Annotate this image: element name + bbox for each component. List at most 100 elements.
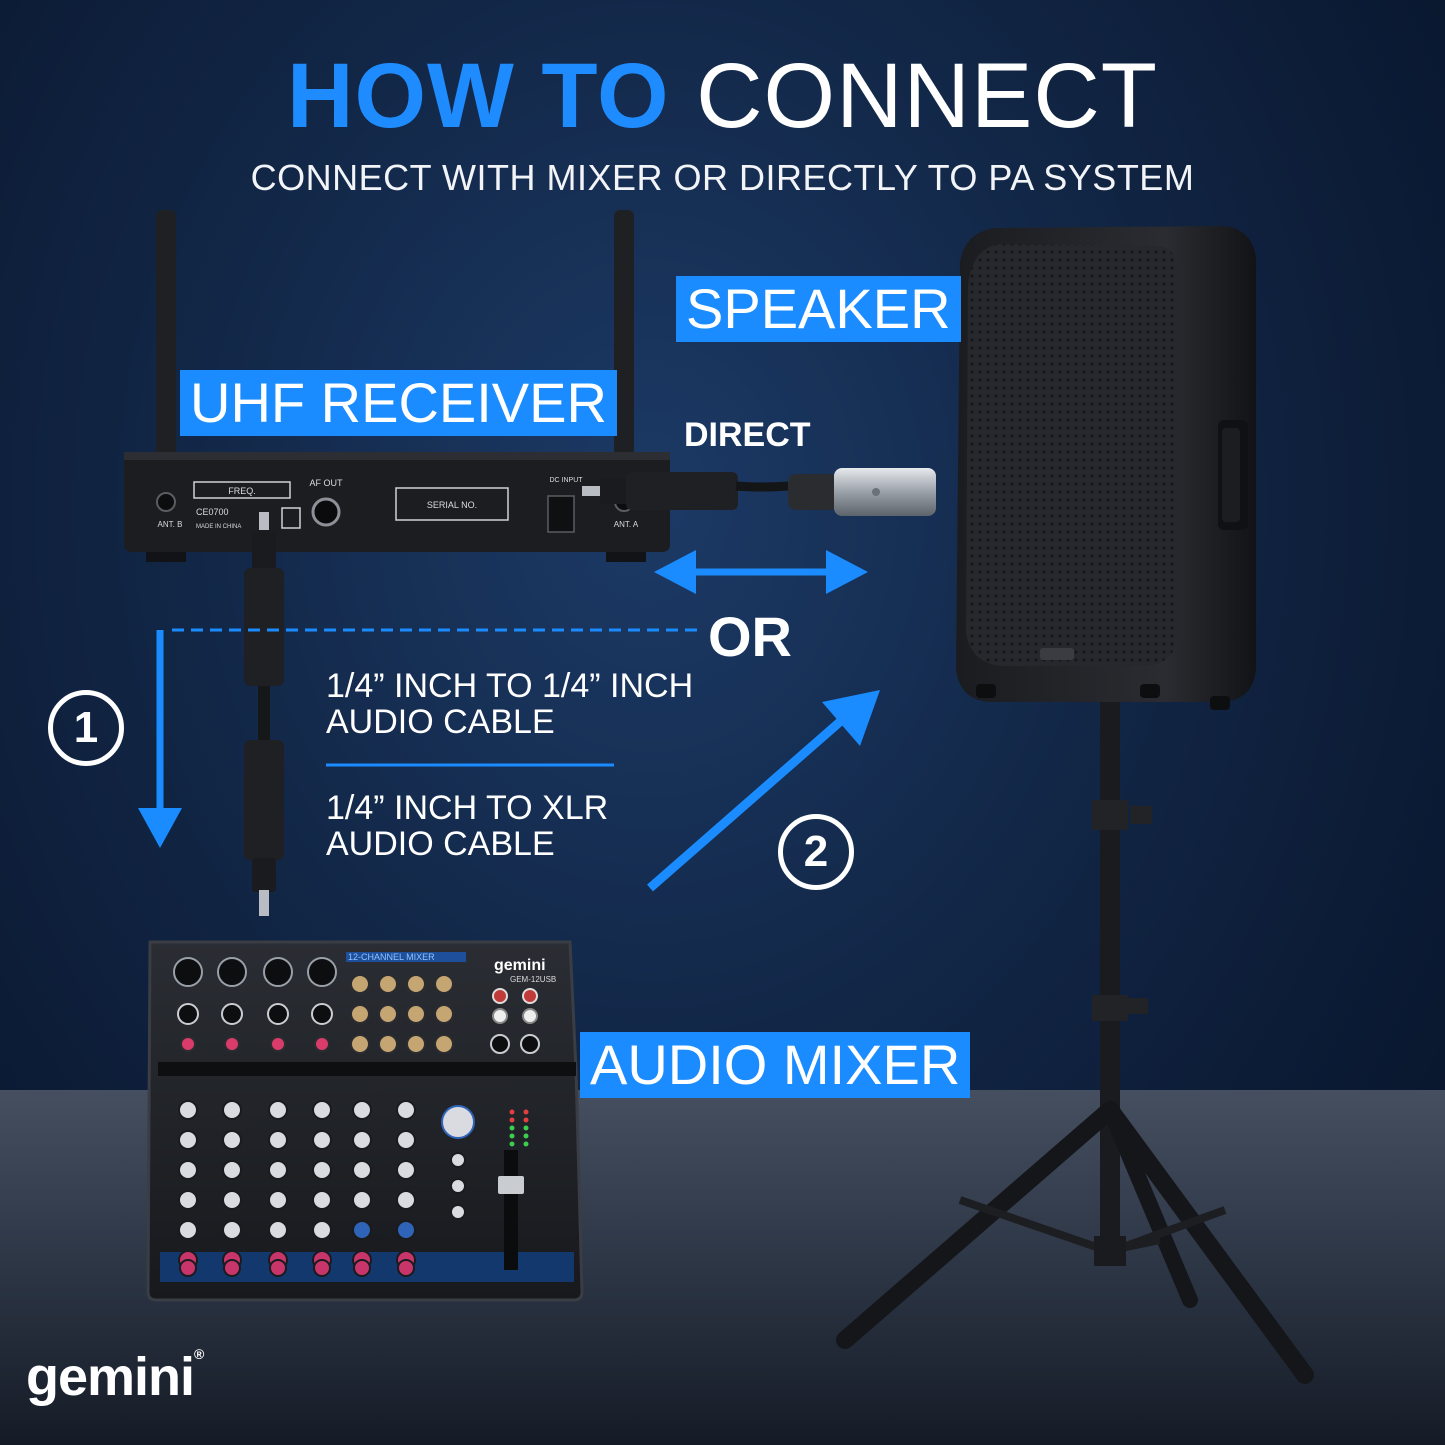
page-title: HOW TO CONNECT [0,46,1445,146]
channel-knob [352,1130,372,1150]
channel-knob [312,1220,332,1240]
made-in-label: MADE IN CHINA [196,524,241,530]
channel-knob [352,1220,372,1240]
gain-knob [314,1036,330,1052]
cable-option-2-line2: AUDIO CABLE [326,825,555,863]
stereo-input-jack [406,1004,426,1024]
brand-logo-text: gemini [26,1347,195,1407]
rca-jack [492,988,508,1004]
channel-knob [178,1160,198,1180]
serial-label: SERIAL NO. [427,500,477,510]
step-two-badge: 2 [778,814,854,890]
ce-mark-label: CE0700 [196,507,229,517]
xlr-input-jack [173,957,203,987]
cable-option-1: 1/4” INCH TO 1/4” INCH AUDIO CABLE [326,668,693,740]
gain-knob [224,1036,240,1052]
page-subtitle: CONNECT WITH MIXER OR DIRECTLY TO PA SYS… [250,157,1195,198]
level-knob [353,1259,371,1277]
output-jack [520,1034,540,1054]
cable-option-1-line1: 1/4” INCH TO 1/4” INCH [326,667,694,705]
step-one-badge: 1 [48,690,124,766]
down-arrow [138,630,182,848]
ant-a-label: ANT. A [614,520,639,529]
vu-led [523,1141,529,1147]
speaker-tag: SPEAKER [676,276,961,342]
stereo-input-jack [434,1034,454,1054]
mixer-knobs [173,957,540,1277]
vu-led [509,1109,515,1115]
channel-knob [312,1190,332,1210]
channel-knob [396,1100,416,1120]
channel-knob [222,1130,242,1150]
master-knob [450,1152,466,1168]
stereo-input-jack [350,1004,370,1024]
stereo-input-jack [350,974,370,994]
mixer-tag: AUDIO MIXER [580,1032,971,1098]
channel-knob [222,1160,242,1180]
title-highlight: HOW TO [287,45,670,147]
xlr-input-jack [263,957,293,987]
cable-option-2-line1: 1/4” INCH TO XLR [326,789,609,827]
or-label: OR [708,605,792,668]
vu-led [509,1133,515,1139]
rca-jack [492,1008,508,1024]
vu-led [523,1109,529,1115]
mixer-name-label: 12-CHANNEL MIXER [348,952,435,962]
stereo-input-jack [378,1004,398,1024]
channel-knob [222,1100,242,1120]
master-knob [450,1204,466,1220]
af-out-label: AF OUT [310,478,344,488]
channel-knob [396,1220,416,1240]
line-input-jack [311,1003,333,1025]
stereo-input-jack [406,1034,426,1054]
line-input-jack [177,1003,199,1025]
rca-jack [522,1008,538,1024]
vu-led [523,1117,529,1123]
channel-knob [352,1160,372,1180]
diagonal-arrow [647,690,880,892]
brand-logo: gemini® [26,1346,204,1407]
ant-b-label: ANT. B [158,520,183,529]
stereo-input-jack [434,974,454,994]
mixer-model-label: GEM-12USB [510,975,556,984]
effects-knob [441,1105,475,1139]
direct-label: DIRECT [684,416,811,454]
master-knob [450,1178,466,1194]
cable-option-1-line2: AUDIO CABLE [326,703,555,741]
vu-led [509,1125,515,1131]
vu-led [509,1141,515,1147]
level-knob [179,1259,197,1277]
dc-input-label: DC INPUT [549,477,583,484]
vu-led [523,1133,529,1139]
gain-knob [180,1036,196,1052]
channel-knob [312,1130,332,1150]
channel-knob [222,1220,242,1240]
receiver-tag: UHF RECEIVER [180,370,617,436]
freq-label: FREQ. [228,486,256,496]
channel-knob [312,1100,332,1120]
stereo-input-jack [406,974,426,994]
level-knob [223,1259,241,1277]
channel-knob [352,1100,372,1120]
stereo-input-jack [378,974,398,994]
channel-knob [178,1190,198,1210]
channel-knob [268,1220,288,1240]
xlr-input-jack [217,957,247,987]
channel-knob [268,1130,288,1150]
channel-knob [178,1130,198,1150]
cable-option-2: 1/4” INCH TO XLR AUDIO CABLE [326,790,608,862]
gain-knob [270,1036,286,1052]
xlr-cable [582,468,936,516]
quarter-inch-cable [244,512,284,916]
double-arrow [654,550,868,594]
level-knob [397,1259,415,1277]
channel-knob [396,1160,416,1180]
level-knob [269,1259,287,1277]
channel-knob [312,1160,332,1180]
channel-knob [268,1190,288,1210]
mixer-brand-label: gemini [494,957,546,974]
xlr-input-jack [307,957,337,987]
audio-mixer: 12-CHANNEL MIXER gemini GEM-12USB [146,940,584,1302]
title-rest: CONNECT [696,45,1158,147]
